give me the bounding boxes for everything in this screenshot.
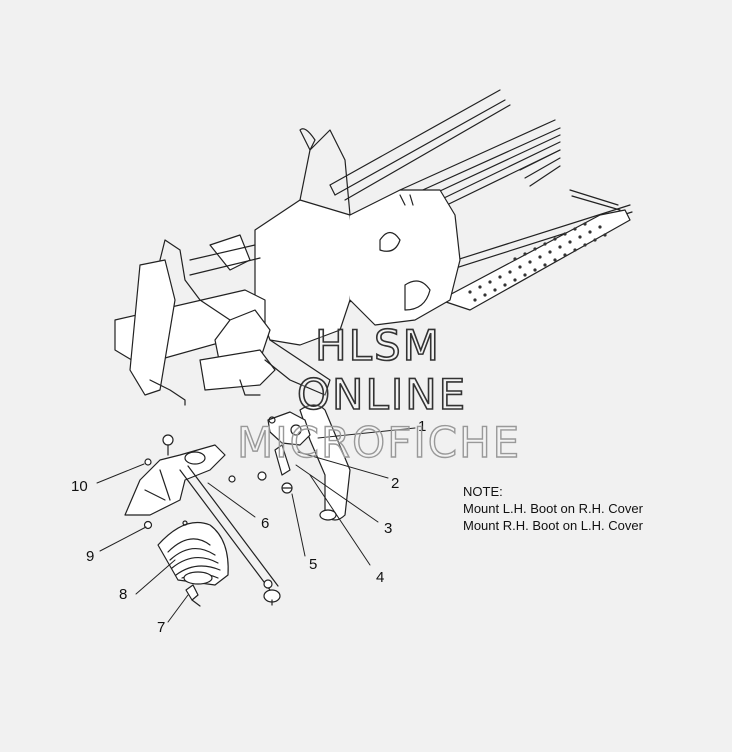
callout-5: 5 bbox=[309, 556, 318, 573]
callout-9: 9 bbox=[86, 548, 95, 565]
note-line-2: Mount R.H. Boot on L.H. Cover bbox=[463, 518, 643, 533]
note-line-1: Mount L.H. Boot on R.H. Cover bbox=[463, 501, 643, 516]
tie-rod bbox=[179, 465, 281, 606]
callout-6: 6 bbox=[261, 515, 270, 532]
tunnel-side-panel bbox=[439, 209, 631, 311]
assembly-note: NOTE: Mount L.H. Boot on R.H. Cover Moun… bbox=[463, 483, 643, 534]
steering-post bbox=[257, 404, 351, 521]
callout-2: 2 bbox=[391, 475, 400, 492]
callout-4: 4 bbox=[376, 569, 385, 586]
callout-10: 10 bbox=[71, 478, 88, 495]
leader-lines bbox=[96, 427, 416, 623]
steering-cover bbox=[124, 434, 236, 530]
callout-3: 3 bbox=[384, 520, 393, 537]
note-heading: NOTE: bbox=[463, 484, 503, 499]
watermark-line-2: ONLINE bbox=[296, 370, 468, 419]
callout-7: 7 bbox=[157, 619, 166, 636]
watermark-line-1: HLSM bbox=[314, 321, 441, 370]
callout-8: 8 bbox=[119, 586, 128, 603]
rivet bbox=[185, 584, 201, 607]
rubber-boot bbox=[157, 520, 229, 586]
watermark-line-3: MICROFICHE bbox=[236, 418, 522, 467]
callout-1: 1 bbox=[418, 418, 427, 435]
bulkhead-frame bbox=[114, 128, 461, 406]
tunnel-rails bbox=[329, 89, 633, 309]
